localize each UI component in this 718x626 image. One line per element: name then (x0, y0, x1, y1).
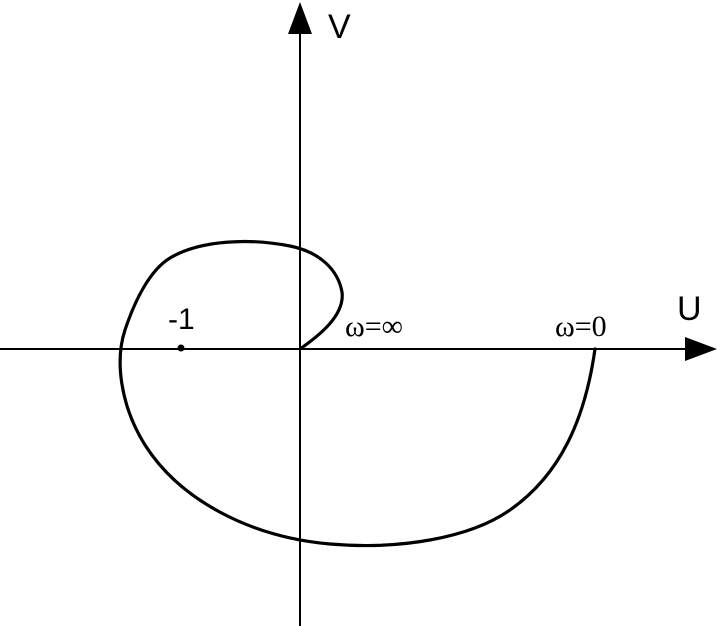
critical-point-dot (177, 344, 185, 352)
v-axis-arrowhead (288, 2, 312, 34)
critical-point-label: -1 (168, 303, 195, 336)
omega-infinity-label: ω=∞ (345, 310, 403, 343)
u-axis-label: U (677, 290, 702, 328)
u-axis-arrowhead (685, 337, 717, 361)
omega-zero-label: ω=0 (555, 310, 607, 343)
v-axis-label: V (328, 8, 351, 46)
nyquist-curve (118, 239, 597, 548)
